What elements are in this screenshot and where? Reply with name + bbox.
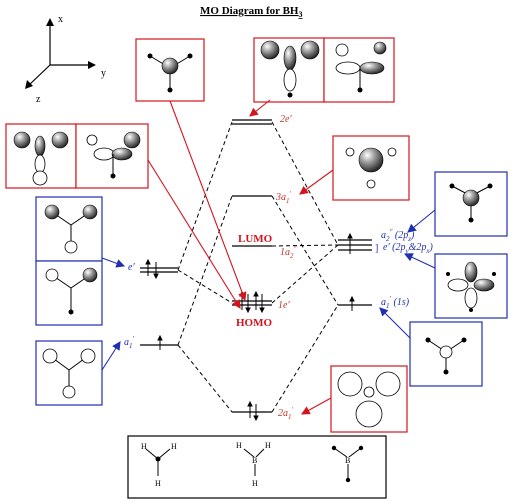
red-arrows — [147, 99, 334, 415]
right-bracket: ] — [375, 243, 378, 254]
label-1e: 1e′ — [278, 300, 290, 311]
axis-z-label: z — [36, 94, 41, 105]
mol2-h3: H — [252, 479, 258, 488]
correlation-lines — [177, 121, 339, 413]
diagram-title: MO Diagram for BH3 — [200, 5, 302, 19]
ao-box-right-a1 — [409, 321, 483, 387]
mol2-b: B — [252, 456, 257, 465]
axis-x-label: x — [58, 14, 63, 25]
lumo-label: LUMO — [238, 233, 273, 245]
left-label-a1: a1′ — [124, 335, 135, 350]
electrons — [145, 232, 355, 422]
right-levels — [338, 239, 372, 306]
left-levels — [140, 267, 178, 346]
mo-box-a2-top — [135, 38, 205, 102]
ao-box-right-e — [434, 253, 508, 319]
mol2-h1: H — [236, 441, 242, 450]
homo-label: HOMO — [236, 317, 272, 329]
mo-box-3a1 — [332, 135, 410, 201]
axis-y-label: y — [101, 68, 106, 79]
mo-box-2e — [253, 37, 395, 103]
mol1-h1: H — [141, 442, 147, 451]
mol3-b: B — [345, 456, 350, 465]
ao-box-left-e — [35, 196, 103, 326]
blue-arrows — [101, 209, 436, 371]
mol1-h3: H — [155, 479, 161, 488]
left-label-e: e′ — [128, 262, 135, 273]
right-label-a2: a2″ (2pz) — [381, 228, 415, 243]
label-1a2: 1a2″ — [280, 245, 297, 260]
label-2a1: 2a1′ — [278, 406, 294, 421]
right-label-e: e′ (2py&2px) — [383, 242, 433, 255]
mol1-h2: H — [171, 442, 177, 451]
molecule-box: H H H H H B H B — [127, 435, 387, 499]
center-levels — [232, 119, 272, 413]
axes-icon: x y z — [25, 14, 106, 105]
label-2e: 2e′ — [280, 114, 292, 125]
mo-box-1e — [5, 123, 149, 189]
mol2-h2: H — [265, 441, 271, 450]
right-label-a1: a1′ (1s) — [381, 295, 410, 310]
ao-box-left-a1 — [35, 340, 103, 406]
ao-box-right-a2 — [434, 171, 508, 237]
label-3a1: 3a1′ — [275, 190, 292, 205]
mo-box-2a1 — [330, 365, 408, 433]
